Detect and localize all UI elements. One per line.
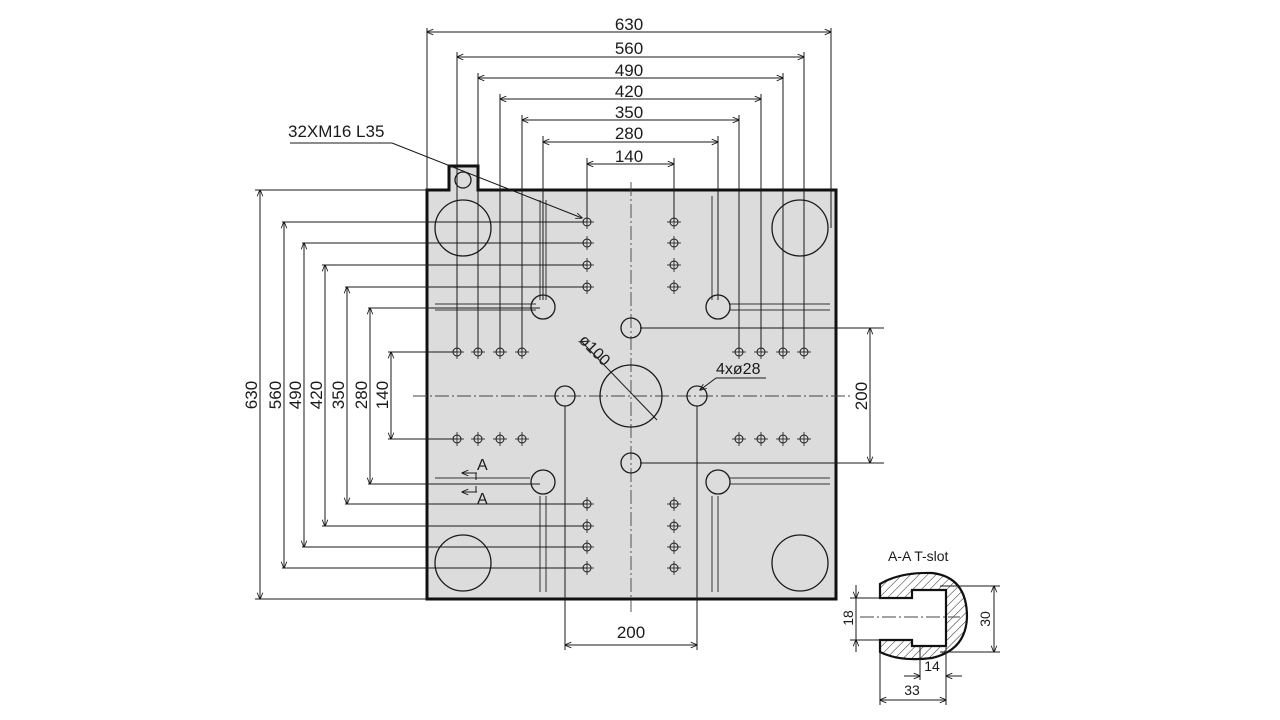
thread-note: 32XM16 L35 bbox=[288, 122, 582, 218]
top-dim-label: 140 bbox=[615, 147, 643, 166]
t-slot-dim: 33 bbox=[904, 682, 920, 698]
t-slot-dim: 14 bbox=[924, 658, 940, 674]
tie-bar-hole bbox=[771, 199, 829, 257]
top-dim-label: 490 bbox=[615, 61, 643, 80]
left-dim-label: 280 bbox=[352, 381, 371, 409]
notch-hole bbox=[454, 171, 472, 189]
t-slot-dim: 18 bbox=[840, 610, 856, 626]
section-marks: A A bbox=[462, 457, 488, 508]
center-hole-leader bbox=[581, 341, 658, 421]
t-slot-dim: 30 bbox=[977, 611, 993, 627]
left-dim-label: 140 bbox=[373, 381, 392, 409]
left-dim-label: 350 bbox=[329, 381, 348, 409]
small-holes-label: 4xø28 bbox=[716, 361, 761, 378]
tie-bar-hole bbox=[434, 534, 492, 592]
platen-outline bbox=[425, 164, 838, 601]
small-holes-note: 4xø28 bbox=[700, 361, 766, 390]
top-dim-label: 560 bbox=[615, 39, 643, 58]
t-slot-section-detail: A-A T-slot 18 30 14 33 bbox=[840, 548, 1000, 705]
bottom-dimension: 200 bbox=[565, 623, 697, 645]
right-dim-label: 200 bbox=[852, 382, 871, 410]
top-dim-label: 280 bbox=[615, 124, 643, 143]
left-dim-label: 490 bbox=[286, 381, 305, 409]
top-dim-label: 630 bbox=[615, 15, 643, 34]
left-dim-label: 420 bbox=[307, 381, 326, 409]
tie-bar-holes bbox=[434, 199, 829, 592]
center-lines bbox=[413, 182, 850, 612]
tie-bar-hole bbox=[434, 199, 492, 257]
t-slot-title: A-A T-slot bbox=[888, 548, 949, 564]
section-mark: A bbox=[477, 457, 488, 474]
extension-lines bbox=[255, 28, 884, 650]
left-dim-label: 630 bbox=[242, 381, 261, 409]
right-dimension: 200 bbox=[852, 328, 871, 463]
center-hole bbox=[599, 364, 663, 428]
section-mark: A bbox=[477, 491, 488, 508]
top-dimensions: 630 560 490 420 350 280 140 bbox=[427, 15, 831, 166]
top-dim-label: 420 bbox=[615, 82, 643, 101]
bottom-dim-label: 200 bbox=[617, 623, 645, 642]
thread-note-label: 32XM16 L35 bbox=[288, 122, 384, 141]
tie-bar-hole bbox=[771, 534, 829, 592]
left-dimensions: 630 560 490 420 350 280 140 bbox=[242, 190, 392, 599]
top-dim-label: 350 bbox=[615, 103, 643, 122]
left-dim-label: 560 bbox=[266, 381, 285, 409]
